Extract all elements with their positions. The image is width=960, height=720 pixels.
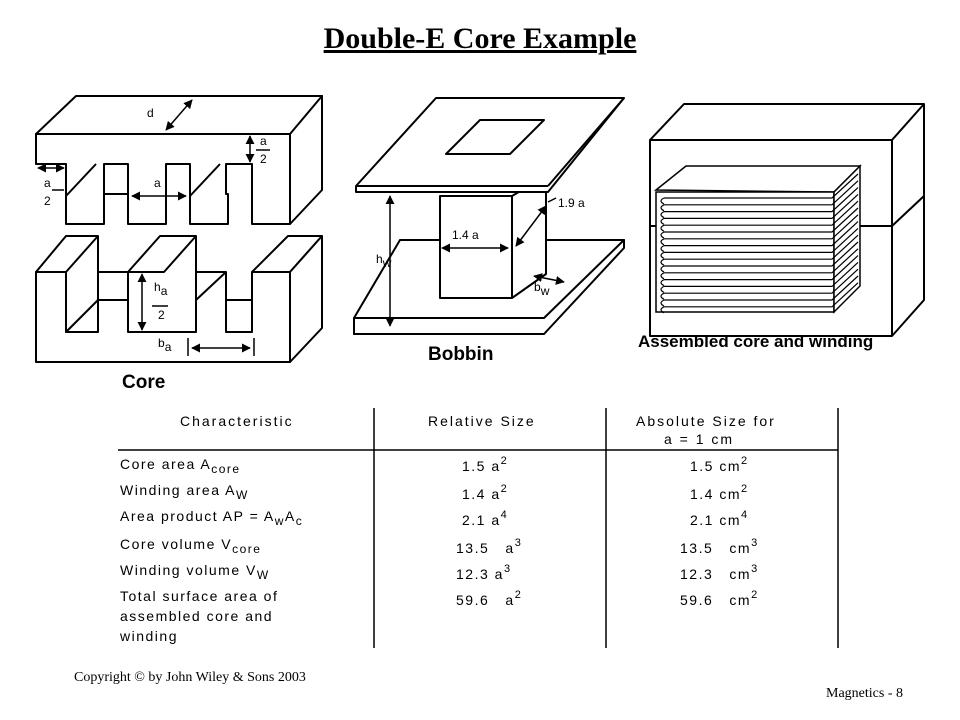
row-name: Total surface area of xyxy=(120,588,279,604)
row-name: Winding area AW xyxy=(120,482,249,502)
winding-turn-edge xyxy=(660,251,665,259)
caption-assembled: Assembled core and winding xyxy=(638,332,874,351)
row-name: Winding volume VW xyxy=(120,562,270,582)
core-label-2-h: 2 xyxy=(158,308,165,322)
winding-turn-edge xyxy=(660,292,665,300)
core-dimensions xyxy=(37,99,270,356)
winding-turn xyxy=(664,200,859,226)
table-header-a1cm: a = 1 cm xyxy=(664,431,735,447)
row-relative: 12.3 a3 xyxy=(456,563,512,582)
assembled-winding-turns xyxy=(660,173,859,314)
table-grid xyxy=(118,408,839,648)
winding-turn-edge xyxy=(660,265,665,273)
row-absolute: 59.6 cm2 xyxy=(680,589,759,608)
winding-turn-edge xyxy=(660,285,665,293)
bobbin-label-width: 1.4 a xyxy=(452,228,479,242)
winding-turn-edge xyxy=(660,306,665,314)
core-label-a-top: a xyxy=(260,134,267,148)
winding-turn xyxy=(664,282,859,308)
row-absolute: 1.4 cm2 xyxy=(690,483,749,502)
winding-turn-edge xyxy=(660,272,665,280)
winding-turn xyxy=(664,261,859,287)
winding-turn xyxy=(664,173,859,199)
winding-turn xyxy=(664,248,859,274)
row-relative: 13.5 a3 xyxy=(456,537,523,556)
bobbin-label-depth: 1.9 a xyxy=(558,196,585,210)
core-label-d: d xyxy=(147,106,154,120)
row-relative: 2.1 a4 xyxy=(462,509,509,528)
winding-turn-edge xyxy=(660,217,665,225)
row-absolute: 1.5 cm2 xyxy=(690,455,749,474)
winding-turn xyxy=(664,214,859,240)
page-title: Double-E Core Example xyxy=(323,22,637,55)
winding-turn-edge xyxy=(660,279,665,287)
row-name: Core volume Vcore xyxy=(120,536,262,556)
winding-turn xyxy=(664,234,859,260)
winding-turn-edge xyxy=(660,197,665,205)
table-header-absolute: Absolute Size for xyxy=(636,413,776,429)
bobbin-label-b: bw xyxy=(534,280,550,298)
winding-turn xyxy=(664,187,859,213)
winding-turn-edge xyxy=(660,224,665,232)
winding-turn-edge xyxy=(660,258,665,266)
row-name: Area product AP = AwAc xyxy=(120,508,304,528)
table-header-characteristic: Characteristic xyxy=(180,413,294,429)
row-relative: 59.6 a2 xyxy=(456,589,523,608)
winding-turn xyxy=(664,255,859,281)
footer-copyright: Copyright © by John Wiley & Sons 2003 xyxy=(74,670,306,685)
winding-turn xyxy=(664,180,859,206)
core-label-2-left: 2 xyxy=(44,194,51,208)
bobbin-label-h: hw xyxy=(376,252,392,270)
winding-turn xyxy=(664,241,859,267)
winding-turn xyxy=(664,275,859,301)
core-label-h: ha xyxy=(154,280,168,298)
winding-turn-edge xyxy=(660,231,665,239)
winding-turn xyxy=(664,207,859,233)
winding-turn-edge xyxy=(660,238,665,246)
row-absolute: 12.3 cm3 xyxy=(680,563,759,582)
row-absolute: 13.5 cm3 xyxy=(680,537,759,556)
winding-turn xyxy=(664,221,859,247)
winding-turn-edge xyxy=(660,245,665,253)
core-label-a-center: a xyxy=(154,176,161,190)
row-relative: 1.4 a2 xyxy=(462,483,509,502)
table-header-relative: Relative Size xyxy=(428,413,536,429)
winding-turn-edge xyxy=(660,211,665,219)
winding-turn-edge xyxy=(660,204,665,212)
winding-turn xyxy=(664,268,859,294)
bobbin xyxy=(353,97,625,335)
core-label-b: ba xyxy=(158,336,172,354)
row-name-line3: winding xyxy=(120,628,178,644)
core-label-2-top: 2 xyxy=(260,152,267,166)
core-label-a-left: a xyxy=(44,176,51,190)
winding-turn-edge xyxy=(660,299,665,307)
row-name: Core area Acore xyxy=(120,456,241,476)
row-absolute: 2.1 cm4 xyxy=(690,509,749,528)
core-bottom-e xyxy=(35,235,323,363)
bobbin-dimensions xyxy=(385,195,565,327)
row-relative: 1.5 a2 xyxy=(462,455,509,474)
caption-bobbin: Bobbin xyxy=(428,344,494,365)
row-name-line2: assembled core and xyxy=(120,608,274,624)
winding-turn xyxy=(664,193,859,219)
caption-core: Core xyxy=(122,372,166,393)
footer-page-number: Magnetics - 8 xyxy=(826,686,903,701)
winding-turn xyxy=(664,227,859,253)
